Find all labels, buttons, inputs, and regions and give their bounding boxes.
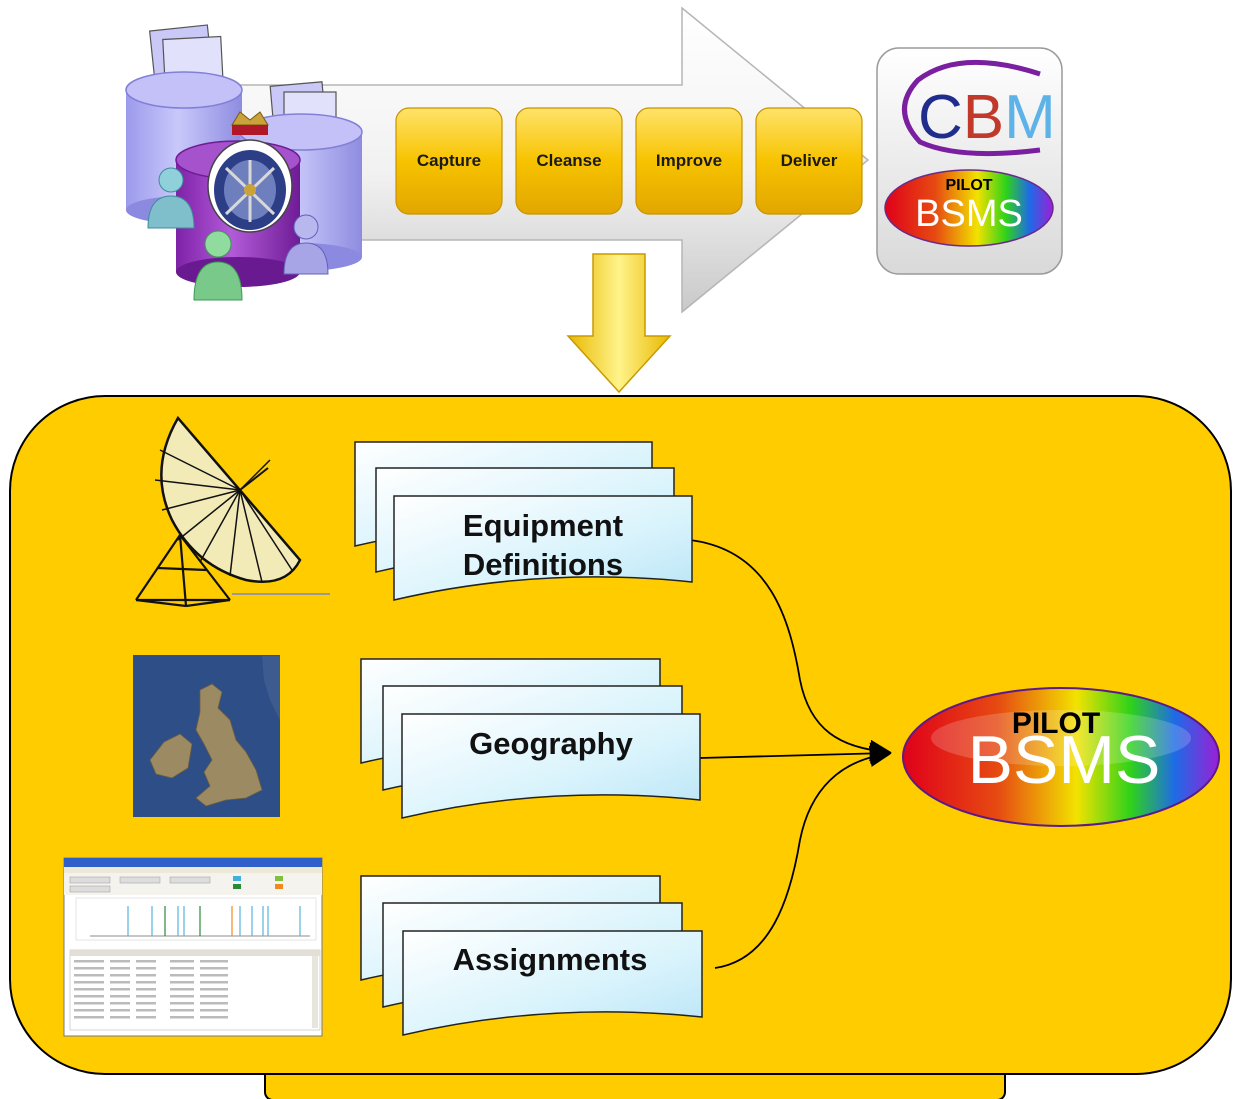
doc-stack-assignments: Assignments <box>360 875 703 1036</box>
down-arrow-icon <box>566 253 672 394</box>
doc-stack-equipment: Equipment Definitions <box>354 441 693 601</box>
user-icon <box>147 167 195 229</box>
connector-lines <box>689 539 892 969</box>
cbm-letter-b: B <box>963 83 1004 152</box>
bsms-label: BSMS <box>968 722 1161 798</box>
step-label: Cleanse <box>536 151 601 170</box>
cbm-bsms-label: BSMS <box>915 193 1023 235</box>
step-cleanse: Cleanse <box>515 107 623 215</box>
doc-label-line-1: Equipment <box>463 508 623 543</box>
user-icon <box>193 230 243 301</box>
cbm-logo: CBM PILOT BSMS <box>876 47 1063 275</box>
data-sources-icon <box>125 24 363 301</box>
doc-stack-geography: Geography <box>360 658 701 819</box>
defence-crest-icon <box>207 111 293 233</box>
doc-label-line-2: Definitions <box>463 547 623 582</box>
uk-map-icon <box>133 655 280 817</box>
doc-label-line-1: Assignments <box>453 942 648 977</box>
software-screenshot-icon <box>63 857 323 1037</box>
cbm-pilot-label: PILOT <box>945 177 992 194</box>
step-improve: Improve <box>635 107 743 215</box>
user-icon <box>283 214 329 275</box>
step-label: Improve <box>656 151 722 170</box>
step-deliver: Deliver <box>755 107 863 215</box>
step-capture: Capture <box>395 107 503 215</box>
step-label: Deliver <box>781 151 838 170</box>
radar-dish-icon <box>135 415 330 608</box>
pilot-label: PILOT <box>1012 707 1100 740</box>
cbm-letter-m: M <box>1004 83 1056 152</box>
svg-text:CBM: CBM <box>918 83 1056 152</box>
pilot-bsms-logo: PILOT BSMS <box>902 687 1220 827</box>
step-label: Capture <box>417 151 481 170</box>
cbm-letter-c: C <box>918 83 963 152</box>
doc-label-line-1: Geography <box>469 726 633 761</box>
